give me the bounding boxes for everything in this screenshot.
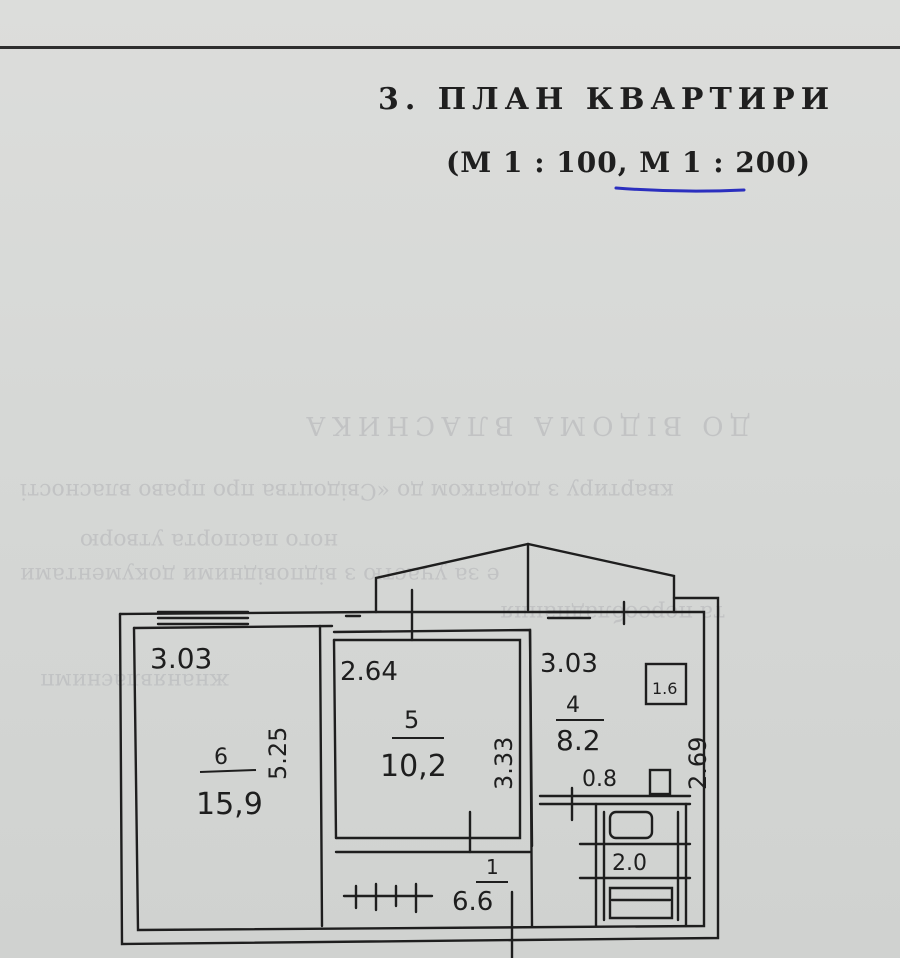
plan-title: 3. ПЛАН КВАРТИРИ bbox=[378, 82, 836, 117]
sink bbox=[648, 768, 672, 796]
outer-wall-top-inner bbox=[132, 624, 334, 630]
room-6-length: 5.25 bbox=[264, 727, 292, 780]
scale-underline bbox=[614, 186, 746, 193]
room-1-number: 1 bbox=[486, 855, 499, 879]
room-1-area: 6.6 bbox=[452, 887, 493, 917]
room-5-wall bbox=[332, 638, 522, 840]
room-4-length: 2.69 bbox=[684, 737, 712, 790]
plan-walls bbox=[118, 542, 720, 958]
room-4-area: 8.2 bbox=[556, 724, 601, 757]
partition-6-5 bbox=[318, 624, 324, 928]
wc-divider bbox=[578, 842, 692, 880]
balcony-outline bbox=[374, 542, 676, 614]
window bbox=[546, 610, 592, 620]
outer-wall bbox=[118, 596, 720, 946]
room-5-number: 5 bbox=[404, 706, 419, 734]
room-5-length: 3.33 bbox=[490, 737, 518, 790]
stove bbox=[644, 662, 688, 706]
partition-6-5-inner bbox=[332, 638, 338, 840]
top-rule bbox=[0, 46, 900, 49]
outer-wall-inner bbox=[132, 610, 706, 932]
room-5-area: 10,2 bbox=[380, 749, 447, 784]
room-6-number: 6 bbox=[214, 745, 228, 770]
bath-label: 2.0 bbox=[612, 851, 647, 876]
dimension-label: 0.8 bbox=[582, 767, 617, 792]
room-4-width: 3.03 bbox=[540, 649, 598, 679]
storage-tick bbox=[354, 882, 418, 914]
stove-label: 1.6 bbox=[652, 679, 677, 698]
bathtub bbox=[608, 886, 674, 920]
plan-labels: 3.03 5.25 6 15,9 2.64 5 10,2 3.33 3.03 4… bbox=[150, 642, 712, 917]
scale-label: (М 1 : 100, М 1 : 200) bbox=[446, 146, 811, 179]
room-4-number: 4 bbox=[566, 693, 580, 718]
room-6-width: 3.03 bbox=[150, 642, 212, 675]
wc-block-inner bbox=[602, 810, 680, 922]
wc-block bbox=[594, 802, 688, 928]
partition-5-4 bbox=[528, 628, 534, 928]
room-6-area: 15,9 bbox=[196, 787, 263, 822]
toilet bbox=[608, 810, 654, 840]
window bbox=[156, 610, 250, 626]
room-5-width: 2.64 bbox=[340, 657, 398, 687]
room-6-fraction-bar bbox=[199, 769, 257, 773]
